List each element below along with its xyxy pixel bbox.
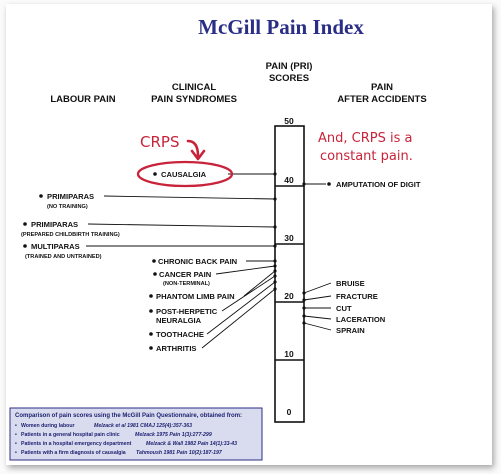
- bullet: [149, 346, 153, 350]
- labour-multiparas: MULTIPARAS: [31, 242, 80, 251]
- connector-dot: [273, 259, 277, 263]
- reference-item-text: Patients in a hospital emergency departm…: [21, 441, 132, 447]
- crps-arrow-shaft: [186, 139, 200, 158]
- accident-bruise: BRUISE: [336, 279, 365, 288]
- header-accidents-line2: AFTER ACCIDENTS: [337, 94, 426, 105]
- bullet: [149, 294, 153, 298]
- clinical-causalgia: CAUSALGIA: [161, 170, 207, 179]
- connector-dot: [273, 197, 277, 201]
- bullet: [23, 222, 27, 226]
- header-scores-line1: PAIN (PRI): [266, 61, 313, 72]
- connector-line: [215, 265, 276, 275]
- header-clinical-line2: PAIN SYNDROMES: [151, 94, 237, 105]
- reference-bullet: •: [15, 432, 17, 438]
- header-labour-pain: LABOUR PAIN: [50, 94, 115, 105]
- labour-primiparas-no-training-sub: (NO TRAINING): [47, 204, 88, 210]
- labour-primiparas-prepared: PRIMIPARAS: [31, 220, 78, 229]
- reference-item-cite: Melzack 1975 Pain 1(3):277-299: [135, 432, 212, 438]
- accident-amputation-of-digit: AMPUTATION OF DIGIT: [336, 180, 421, 189]
- reference-bullet: •: [15, 423, 17, 429]
- tick-label-10: 10: [284, 349, 294, 359]
- tick-label-0: 0: [287, 407, 292, 417]
- labour-multiparas-sub: (TRAINED AND UNTRAINED): [25, 254, 102, 260]
- connector-dot: [273, 274, 277, 278]
- connector-line: [243, 270, 276, 297]
- bullet: [23, 244, 27, 248]
- accident-cut: CUT: [336, 304, 352, 313]
- connector-dot: [273, 269, 277, 273]
- header-clinical-line1: CLINICAL: [172, 82, 217, 93]
- connector-line: [87, 223, 276, 228]
- connector-dot: [273, 280, 277, 284]
- connector-line: [221, 275, 276, 312]
- clinical-toothache: TOOTHACHE: [156, 330, 204, 339]
- connector-line: [103, 195, 276, 200]
- connector-line: [303, 322, 332, 331]
- tick-label-30: 30: [284, 233, 294, 243]
- bullet: [149, 309, 153, 313]
- crps-note-line2: constant pain.: [320, 149, 413, 164]
- crps-note-line1: And, CRPS is a: [318, 131, 412, 146]
- connector-line: [206, 281, 276, 335]
- header-accidents-line1: PAIN: [371, 82, 393, 93]
- clinical-arthritis: ARTHRITIS: [156, 344, 197, 353]
- connector-dot: [273, 244, 277, 248]
- bullet: [153, 272, 157, 276]
- labour-primiparas-no-training: PRIMIPARAS: [47, 192, 94, 201]
- accident-fracture: FRACTURE: [336, 292, 378, 301]
- clinical-cancer-pain: CANCER PAIN: [159, 270, 211, 279]
- clinical-phantom-limb-pain: PHANTOM LIMB PAIN: [156, 292, 235, 301]
- connector-line: [303, 315, 332, 320]
- connector-dot: [273, 264, 277, 268]
- crps-arrow-head: [190, 149, 206, 161]
- bullet: [149, 332, 153, 336]
- tick-label-40: 40: [284, 175, 294, 185]
- connector-line: [303, 295, 332, 301]
- score-bar: [274, 125, 305, 423]
- crps-highlight-ellipse: [136, 160, 234, 188]
- reference-item-text: Patients with a firm diagnosis of causal…: [21, 450, 126, 456]
- reference-title: Comparison of pain scores using the McGi…: [15, 413, 242, 419]
- reference-item-cite: Melzack et al 1981 CMAJ 125(4):357-363: [94, 423, 192, 429]
- reference-item-cite: Tahmoush 1981 Pain 10(2):187-197: [136, 450, 223, 456]
- tick-label-20: 20: [284, 291, 294, 301]
- crps-annotation-label: CRPS: [140, 133, 179, 151]
- clinical-neuralgia: NEURALGIA: [156, 316, 202, 325]
- reference-box: [9, 407, 263, 461]
- clinical-chronic-back-pain: CHRONIC BACK PAIN: [158, 257, 237, 266]
- bullet: [39, 194, 43, 198]
- reference-item-text: Patients in a general hospital pain clin…: [21, 432, 120, 438]
- figure-frame: [6, 4, 492, 465]
- bullet: [327, 182, 331, 186]
- connector-dot: [273, 287, 277, 291]
- clinical-cancer-pain-sub: (NON-TERMINAL): [163, 281, 210, 287]
- clinical-post-herpetic: POST-HERPETIC: [156, 307, 218, 316]
- tick-label-50: 50: [284, 116, 294, 126]
- labour-primiparas-prepared-sub: (PREPARED CHILDBIRTH TRAINING): [21, 232, 120, 238]
- bullet: [153, 172, 157, 176]
- connector-line: [201, 288, 276, 349]
- accident-laceration: LACERATION: [336, 315, 385, 324]
- connector-dot: [273, 225, 277, 229]
- accident-sprain: SPRAIN: [336, 326, 365, 335]
- connector-line: [303, 282, 332, 294]
- reference-bullet: •: [15, 441, 17, 447]
- reference-bullet: •: [15, 450, 17, 456]
- bullet: [152, 259, 156, 263]
- reference-item-text: Women during labour: [21, 423, 75, 429]
- connector-dot: [273, 172, 277, 176]
- reference-item-cite: Melzack & Wall 1982 Pain 14(1):33-43: [146, 441, 237, 447]
- header-scores-line2: SCORES: [269, 73, 309, 84]
- page-title: McGill Pain Index: [198, 15, 364, 39]
